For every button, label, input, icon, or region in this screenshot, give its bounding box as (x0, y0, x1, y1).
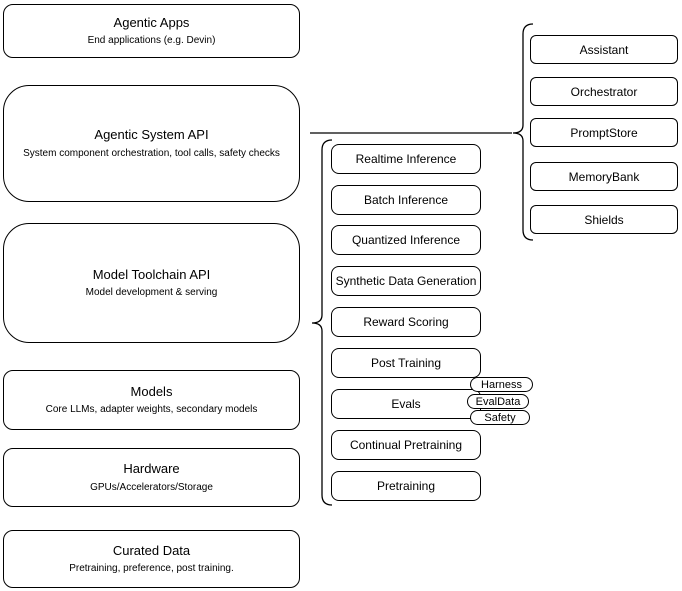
node-curated-data: Curated Data Pretraining, preference, po… (3, 530, 300, 588)
node-label: Shields (584, 212, 624, 227)
node-orchestrator: Orchestrator (530, 77, 678, 106)
node-promptstore: PromptStore (530, 118, 678, 147)
node-subtitle: Core LLMs, adapter weights, secondary mo… (45, 404, 258, 416)
node-label: Orchestrator (570, 84, 638, 99)
node-subtitle: Model development & serving (85, 287, 218, 299)
node-label: Synthetic Data Generation (335, 274, 477, 288)
node-label: Pretraining (376, 479, 436, 493)
pill-harness: Harness (470, 377, 533, 392)
node-label: Assistant (579, 42, 629, 57)
node-title: Model Toolchain API (92, 266, 211, 282)
node-memorybank: MemoryBank (530, 162, 678, 191)
node-title: Hardware (123, 461, 180, 477)
pill-label: Safety (484, 411, 516, 424)
node-label: PromptStore (570, 125, 638, 140)
node-label: Batch Inference (363, 193, 449, 207)
node-post-training: Post Training (331, 348, 481, 378)
node-label: Continual Pretraining (349, 438, 463, 452)
node-label: Quantized Inference (351, 233, 461, 247)
node-label: MemoryBank (568, 169, 640, 184)
node-evals: Evals (331, 389, 481, 419)
node-subtitle: System component orchestration, tool cal… (23, 147, 280, 159)
node-title: Curated Data (112, 542, 191, 558)
node-label: Post Training (370, 356, 442, 370)
node-subtitle: GPUs/Accelerators/Storage (90, 481, 213, 493)
node-subtitle: End applications (e.g. Devin) (87, 35, 216, 47)
pill-label: Harness (481, 378, 522, 391)
node-continual-pretraining: Continual Pretraining (331, 430, 481, 460)
node-realtime-inference: Realtime Inference (331, 144, 481, 174)
node-agentic-apps: Agentic Apps End applications (e.g. Devi… (3, 4, 300, 58)
node-reward-scoring: Reward Scoring (331, 307, 481, 337)
node-label: Realtime Inference (355, 152, 457, 166)
node-quantized-inference: Quantized Inference (331, 225, 481, 255)
pill-safety: Safety (470, 410, 530, 425)
brace-toolchain-components (311, 139, 333, 506)
node-hardware: Hardware GPUs/Accelerators/Storage (3, 448, 300, 507)
node-models: Models Core LLMs, adapter weights, secon… (3, 370, 300, 430)
node-label: Reward Scoring (363, 315, 449, 329)
node-title: Agentic System API (94, 127, 209, 143)
node-synthetic-data-generation: Synthetic Data Generation (331, 266, 481, 296)
node-model-toolchain-api: Model Toolchain API Model development & … (3, 223, 300, 343)
node-shields: Shields (530, 205, 678, 234)
node-pretraining: Pretraining (331, 471, 481, 501)
node-title: Models (130, 383, 173, 399)
node-assistant: Assistant (530, 35, 678, 64)
node-title: Agentic Apps (113, 14, 190, 30)
node-agentic-system-api: Agentic System API System component orch… (3, 85, 300, 202)
node-label: Evals (391, 397, 421, 411)
node-batch-inference: Batch Inference (331, 185, 481, 215)
node-subtitle: Pretraining, preference, post training. (69, 563, 234, 575)
pill-label: EvalData (475, 395, 521, 408)
pill-evaldata: EvalData (467, 394, 529, 409)
